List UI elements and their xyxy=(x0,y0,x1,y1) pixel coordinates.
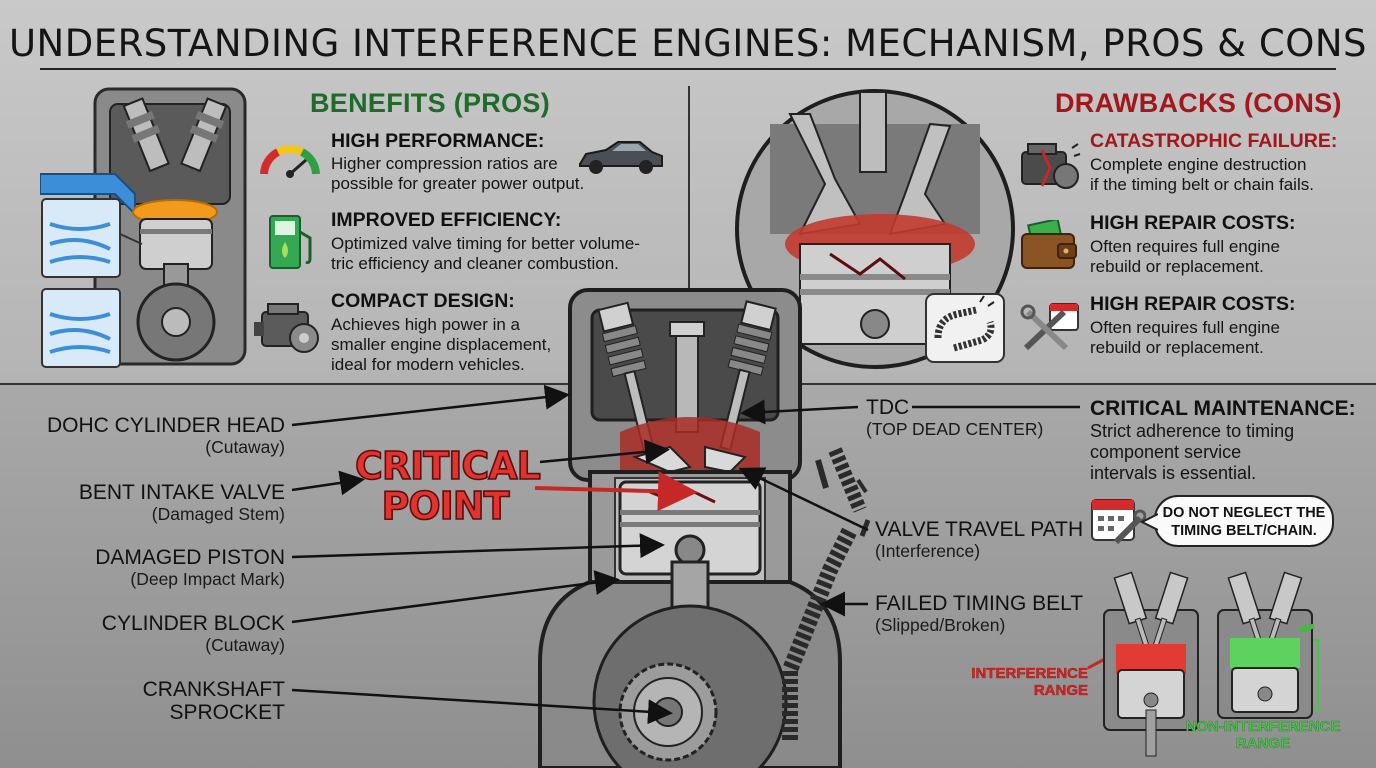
wallet-icon xyxy=(1021,220,1077,269)
pros-item-title-performance: HIGH PERFORMANCE: xyxy=(331,130,545,152)
tools-calendar-icon xyxy=(1020,303,1079,351)
label-cylinder-head: DOHC CYLINDER HEAD (Cutaway) xyxy=(46,414,285,457)
pros-item-title-efficiency: IMPROVED EFFICIENCY: xyxy=(331,209,562,231)
central-engine-cutaway-illustration xyxy=(538,288,842,768)
pros-heading: BENEFITS (PROS) xyxy=(310,88,551,118)
label-tdc: TDC (TOP DEAD CENTER) xyxy=(866,396,1044,439)
gauge-icon xyxy=(260,145,320,178)
fuel-pump-icon xyxy=(269,215,312,269)
critical-point-label: CRITICAL POINT xyxy=(354,444,541,528)
label-bent-intake-valve: BENT INTAKE VALVE (Damaged Stem) xyxy=(78,481,285,524)
label-damaged-piston: DAMAGED PISTON (Deep Impact Mark) xyxy=(95,546,285,589)
cons-item-title-failure: CATASTROPHIC FAILURE: xyxy=(1090,130,1338,152)
non-interference-range-label: NON-INTERFERENCE RANGE xyxy=(1185,718,1341,752)
small-engine-cutaway-illustration xyxy=(40,87,247,368)
label-failed-timing-belt: FAILED TIMING BELT (Slipped/Broken) xyxy=(875,592,1084,635)
engine-icon xyxy=(254,303,319,353)
maintenance-block: CRITICAL MAINTENANCE: Strict adherence t… xyxy=(1090,397,1356,484)
cons-item-title-repair-2: HIGH REPAIR COSTS: xyxy=(1090,293,1296,315)
non-interference-engine-mini-illustration xyxy=(1217,571,1315,719)
broken-belt-icon xyxy=(925,293,1005,363)
maintenance-title: CRITICAL MAINTENANCE: xyxy=(1090,397,1356,420)
cons-item-title-repair-1: HIGH REPAIR COSTS: xyxy=(1090,212,1296,234)
label-cylinder-block: CYLINDER BLOCK (Cutaway) xyxy=(101,612,285,655)
warning-speech-bubble: DO NOT NEGLECT THE TIMING BELT/CHAIN. xyxy=(1154,495,1334,547)
interference-engine-mini-illustration xyxy=(1103,571,1199,757)
pros-item-title-compact: COMPACT DESIGN: xyxy=(331,290,515,312)
interference-range-label: INTERFERENCE RANGE xyxy=(971,665,1088,699)
broken-engine-icon xyxy=(1021,143,1081,189)
page-title: UNDERSTANDING INTERFERENCE ENGINES: MECH… xyxy=(8,22,1368,65)
label-valve-travel-path: VALVE TRAVEL PATH (Interference) xyxy=(875,518,1084,561)
label-crankshaft-sprocket: CRANKSHAFT SPROCKET xyxy=(142,678,285,724)
title-underline xyxy=(40,68,1336,70)
pros-item-desc-efficiency: Optimized valve timing for better volume… xyxy=(331,234,640,273)
car-icon xyxy=(579,141,663,174)
cons-heading: DRAWBACKS (CONS) xyxy=(1055,88,1342,118)
vertical-divider xyxy=(688,86,690,376)
speech-bubble-tail xyxy=(1140,513,1158,531)
calendar-wrench-icon xyxy=(1091,499,1146,545)
